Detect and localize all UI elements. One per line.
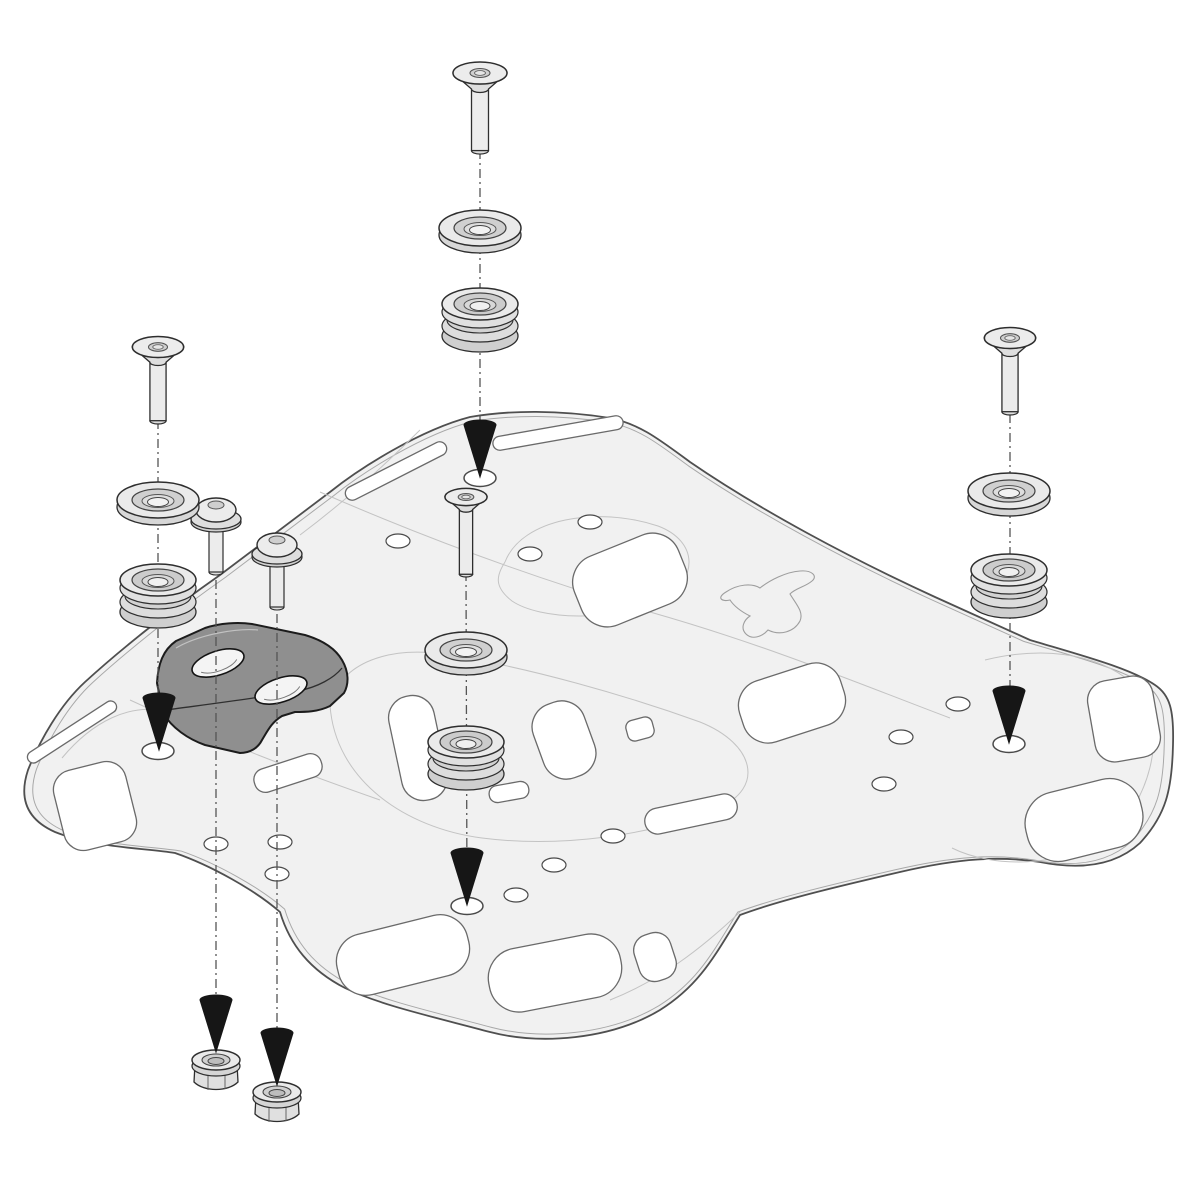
rack-plate-outline [23, 410, 1175, 1040]
washer-hole [455, 647, 477, 657]
plate-hole [945, 696, 971, 712]
plate-hole [267, 834, 293, 850]
washer-hole [998, 488, 1020, 498]
plate-cutout [492, 415, 624, 451]
hex-socket-inner [1004, 335, 1016, 341]
button-head-screw [251, 532, 303, 611]
grommet-hole [469, 301, 491, 311]
plate-cutout [737, 662, 847, 744]
surface-line [951, 652, 1155, 863]
plate-cutout [1024, 777, 1144, 863]
washer [424, 631, 508, 676]
plate-hole [517, 546, 543, 562]
hex-socket-inner [474, 70, 486, 76]
countersunk-screw [444, 487, 488, 578]
plate-cutout [531, 700, 597, 780]
washer [438, 209, 522, 254]
plate-cutout [487, 933, 623, 1013]
bracket-slot [191, 648, 245, 678]
brand-logo-outline [720, 570, 815, 638]
washer-hole [147, 497, 169, 507]
plate-cutout [344, 441, 448, 501]
hex-socket [268, 535, 286, 545]
plate-cutout [625, 716, 655, 742]
grommet-hole [998, 567, 1020, 577]
plate-hole [888, 729, 914, 745]
countersunk-screw [452, 61, 508, 155]
plate-cutout [644, 793, 738, 835]
plate-hole [871, 776, 897, 792]
mounting-arrow [142, 692, 176, 752]
dome-head [256, 532, 298, 558]
plate-hole [503, 887, 529, 903]
nut-hole [268, 1089, 286, 1097]
center-line [465, 571, 468, 898]
flange-nut [191, 1049, 241, 1091]
countersunk-screw [983, 326, 1037, 416]
plate-hole [541, 857, 567, 873]
rubber-grommet [441, 287, 519, 353]
plate-cutout [1086, 675, 1162, 763]
adapter-bracket [156, 622, 349, 754]
plate-cutout [572, 532, 688, 628]
plate-cutout [335, 914, 471, 996]
grommet-hole [147, 577, 169, 587]
washer [967, 472, 1051, 517]
mounting-arrow [463, 419, 497, 479]
flange-nut [252, 1081, 302, 1123]
plate-cutout [488, 780, 530, 804]
bracket-slot-shading [263, 686, 301, 701]
washer-hole [469, 225, 491, 235]
countersunk-screw [131, 335, 185, 425]
nut-hole [207, 1057, 225, 1065]
grommet-hole [455, 739, 477, 749]
button-head-screw [190, 497, 242, 576]
hex-socket-inner [461, 494, 471, 500]
washer [116, 481, 200, 526]
hex-socket-inner [152, 344, 164, 350]
plate-cutout [633, 931, 677, 983]
rack-plate [23, 410, 1175, 1040]
rubber-grommet [970, 553, 1048, 619]
plate-inner-contour [32, 416, 1165, 1035]
plate-hole [385, 533, 411, 549]
plate-hole [577, 514, 603, 530]
rubber-grommet [427, 725, 505, 791]
plate-cutout [253, 752, 323, 794]
mounting-arrow [450, 847, 484, 907]
mounting-arrow [199, 994, 233, 1054]
plate-hole [600, 828, 626, 844]
rubber-grommet [119, 563, 197, 629]
hex-socket [207, 500, 225, 510]
bracket-slot-shading [200, 659, 238, 674]
plate-cutout [26, 700, 118, 764]
bracket-highlight-line [175, 629, 259, 649]
surface-line [609, 911, 741, 1001]
plate-cutout [52, 760, 138, 852]
mounting-arrow [992, 685, 1026, 745]
mounting-arrow [260, 1027, 294, 1087]
